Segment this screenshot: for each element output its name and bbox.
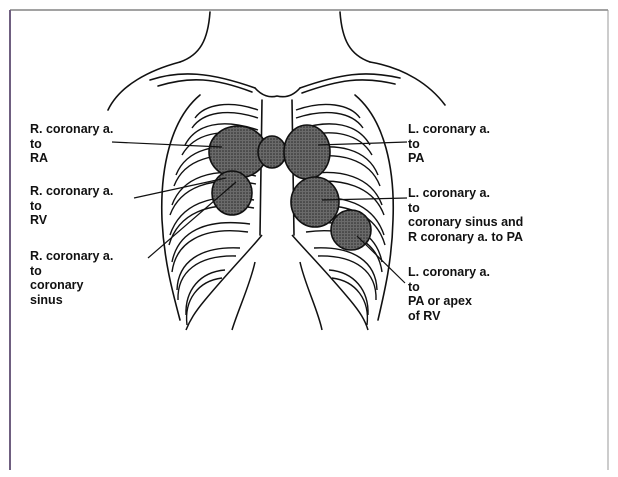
leader-lca-to-pa-rv bbox=[357, 236, 405, 283]
label-lca-to-pa-line3: PA bbox=[408, 151, 490, 166]
label-lca-to-cs-rca-line3: coronary sinus and bbox=[408, 215, 523, 230]
label-rca-to-cs-line4: sinus bbox=[30, 293, 113, 308]
label-rca-to-cs: R. coronary a. to coronary sinus bbox=[30, 249, 113, 307]
manubrium bbox=[255, 88, 300, 97]
shoulder-right bbox=[370, 62, 445, 105]
site-central bbox=[258, 136, 286, 168]
clavicle-right-inner bbox=[302, 80, 395, 93]
site-lca-to-pa bbox=[284, 125, 330, 179]
label-rca-to-ra: R. coronary a. to RA bbox=[30, 122, 113, 166]
label-lca-to-pa-rv-line1: L. coronary a. bbox=[408, 265, 490, 280]
label-lca-to-pa-rv-line2: to bbox=[408, 280, 490, 295]
label-lca-to-pa: L. coronary a. to PA bbox=[408, 122, 490, 166]
rib-tip-right bbox=[300, 262, 322, 330]
label-lca-to-pa-line1: L. coronary a. bbox=[408, 122, 490, 137]
shoulder-left bbox=[108, 62, 180, 110]
label-rca-to-cs-line1: R. coronary a. bbox=[30, 249, 113, 264]
label-lca-to-cs-rca-line1: L. coronary a. bbox=[408, 186, 523, 201]
label-rca-to-rv-line2: to bbox=[30, 199, 113, 214]
label-lca-to-pa-line2: to bbox=[408, 137, 490, 152]
label-lca-to-pa-rv-line4: of RV bbox=[408, 309, 490, 324]
site-rca-to-rv bbox=[212, 171, 252, 215]
label-rca-to-rv-line3: RV bbox=[30, 213, 113, 228]
label-rca-to-ra-line3: RA bbox=[30, 151, 113, 166]
rib-tip-left bbox=[232, 262, 255, 330]
label-lca-to-cs-rca: L. coronary a. to coronary sinus and R c… bbox=[408, 186, 523, 244]
label-lca-to-pa-rv-line3: PA or apex bbox=[408, 294, 490, 309]
label-rca-to-rv: R. coronary a. to RV bbox=[30, 184, 113, 228]
leader-rca-to-ra bbox=[112, 142, 222, 147]
rib-right-1 bbox=[296, 104, 360, 118]
label-rca-to-cs-line3: coronary bbox=[30, 278, 113, 293]
label-rca-to-cs-line2: to bbox=[30, 264, 113, 279]
neck-left bbox=[180, 12, 210, 62]
clavicle-left bbox=[150, 74, 255, 88]
label-rca-to-rv-line1: R. coronary a. bbox=[30, 184, 113, 199]
label-lca-to-cs-rca-line4: R coronary a. to PA bbox=[408, 230, 523, 245]
label-lca-to-cs-rca-line2: to bbox=[408, 201, 523, 216]
leader-lca-to-pa bbox=[318, 142, 407, 145]
site-lca-to-cs bbox=[291, 177, 339, 227]
label-rca-to-ra-line1: R. coronary a. bbox=[30, 122, 113, 137]
neck-right bbox=[340, 12, 370, 62]
label-lca-to-pa-rv: L. coronary a. to PA or apex of RV bbox=[408, 265, 490, 323]
label-rca-to-ra-line2: to bbox=[30, 137, 113, 152]
